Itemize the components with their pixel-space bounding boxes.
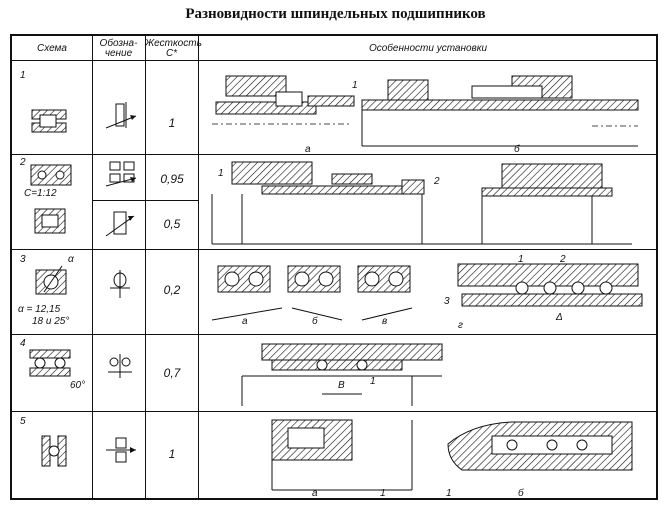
- row-number: 2: [20, 157, 26, 168]
- header-stiffness-line2: C*: [165, 48, 178, 59]
- thrust-bearing-schema-icon: [29, 349, 71, 377]
- installation-drawing-row4: [241, 343, 443, 406]
- designation-symbol-icon: [105, 211, 135, 237]
- row-number: 1: [20, 70, 26, 81]
- stiffness-value: 0,7: [163, 366, 181, 380]
- row-divider: [12, 154, 656, 155]
- header-stiffness-line1: Жесткость: [145, 38, 202, 49]
- callout-label: 2: [560, 254, 566, 265]
- stiffness-value: 1: [168, 116, 176, 130]
- angular-contact-schema-icon: [35, 265, 67, 295]
- header-schema: Схема: [37, 43, 67, 54]
- column-divider: [198, 36, 199, 498]
- installation-drawing-row1: [212, 75, 639, 147]
- designation-symbol-icon: [108, 354, 132, 378]
- figure-caption: б: [312, 316, 318, 327]
- figure-caption: а: [312, 488, 318, 499]
- header-divider: [12, 60, 656, 61]
- designation-symbol-icon: [105, 102, 137, 129]
- row-number: 4: [20, 338, 26, 349]
- contact-angles-line1: α = 12,15: [18, 304, 61, 315]
- callout-label: 1: [352, 80, 358, 91]
- row-number: 3: [20, 254, 26, 265]
- bearing-table: Схема Обозна- чение Жесткость C* Особенн…: [10, 34, 658, 500]
- header-features: Особенности установки: [368, 43, 488, 54]
- stiffness-value: 1: [168, 447, 176, 461]
- designation-symbol-icon: [106, 437, 136, 463]
- callout-label: 2: [434, 176, 440, 187]
- bearing-schema-icon: [41, 435, 67, 467]
- dimension-label: B: [338, 380, 345, 391]
- angle-label: 60°: [70, 380, 86, 391]
- column-divider: [92, 36, 93, 498]
- bearing-schema-icon: [30, 164, 72, 186]
- row-number: 5: [20, 416, 26, 427]
- row-divider: [12, 411, 656, 412]
- contact-angles-line2: 18 и 25°: [32, 316, 70, 327]
- stiffness-value: 0,95: [160, 172, 184, 186]
- row-divider: [92, 200, 198, 201]
- row-divider: [12, 334, 656, 335]
- stiffness-value: 0,2: [163, 283, 181, 297]
- callout-label: 1: [518, 254, 524, 265]
- header-stiffness: Жесткость C*: [145, 38, 202, 59]
- row-divider: [12, 249, 656, 250]
- bearing-schema-icon: [34, 208, 66, 234]
- callout-label: Δ: [556, 312, 563, 323]
- callout-label: 1: [446, 488, 452, 499]
- angle-symbol: α: [68, 254, 74, 265]
- header-designation-line1: Обозна-: [99, 38, 138, 49]
- header-designation: Обозна- чение: [92, 39, 145, 59]
- header-designation-line2: чение: [104, 48, 133, 59]
- figure-caption: б: [518, 488, 524, 499]
- designation-symbol-icon: [105, 161, 137, 187]
- figure-caption: б: [514, 144, 520, 155]
- figure-caption: а: [242, 316, 248, 327]
- callout-label: 1: [380, 488, 386, 499]
- column-divider: [145, 36, 146, 498]
- page-title: Разновидности шпиндельных подшипников: [185, 6, 486, 22]
- figure-caption: в: [382, 316, 388, 327]
- callout-label: 1: [370, 376, 376, 387]
- callout-label: 1: [218, 168, 224, 179]
- figure-caption: г: [458, 320, 463, 331]
- installation-drawing-row3: [211, 263, 643, 321]
- figure-caption: а: [305, 144, 311, 155]
- stiffness-value: 0,5: [163, 217, 181, 231]
- bearing-schema-icon: [31, 109, 67, 133]
- callout-label: 3: [444, 296, 450, 307]
- installation-drawing-row5: [271, 419, 633, 491]
- taper-ratio: С=1:12: [24, 188, 57, 199]
- designation-symbol-icon: [110, 270, 130, 298]
- installation-drawing-row2: [211, 161, 632, 245]
